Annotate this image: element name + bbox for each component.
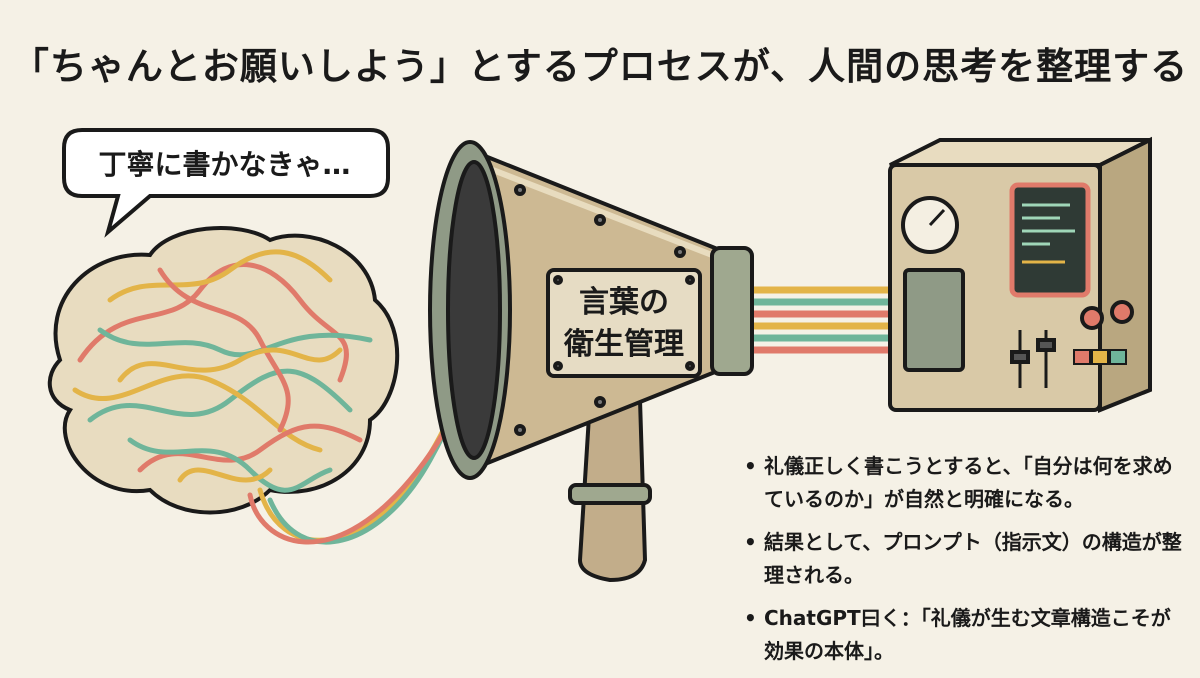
plaque-line-2: 衛生管理	[564, 327, 684, 362]
gauge-icon	[901, 196, 959, 254]
bullet-list: 礼儀正しく書こうとすると、「自分は何を求めているのか」が自然と明確になる。 結果…	[742, 450, 1182, 678]
plaque-line-1: 言葉の	[579, 285, 669, 320]
screen-icon	[1009, 182, 1091, 298]
speech-bubble	[62, 128, 390, 238]
bullet-item: 礼儀正しく書こうとすると、「自分は何を求めているのか」が自然と明確になる。	[742, 450, 1182, 516]
bullet-item: 結果として、プロンプト（指示文）の構造が整理される。	[742, 526, 1182, 592]
machine-icon	[888, 136, 1152, 413]
wire-bundle	[750, 286, 910, 354]
megaphone-icon	[428, 140, 754, 583]
page-title: 「ちゃんとお願いしよう」とするプロセスが、人間の思考を整理する	[11, 45, 1189, 88]
brain-icon	[47, 226, 513, 545]
speech-bubble-text: 丁寧に書かなきゃ…	[98, 148, 351, 181]
bullet-item: ChatGPT曰く：「礼儀が生む文章構造こそが効果の本体」。	[742, 602, 1182, 668]
plaque-label: 言葉の 衛生管理	[560, 282, 688, 366]
